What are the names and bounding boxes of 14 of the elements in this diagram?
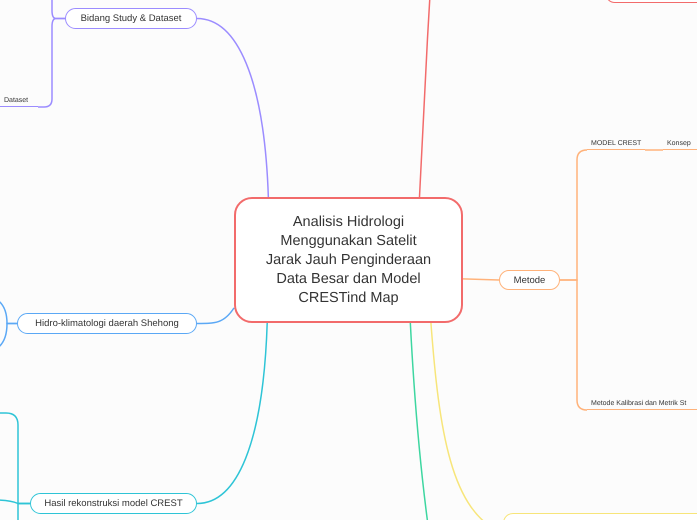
branch-connector — [410, 322, 429, 520]
topic-pill: Hidro-klimatologi daerah Shehong — [17, 313, 197, 334]
central-topic-box: Analisis Hidrologi Menggunakan Satelit Jarak Jauh Penginderaan Data Besar dan Model CRESTind Map — [234, 197, 463, 323]
topic-pill: Metode — [499, 270, 560, 290]
topic-pill: Hasil rekonstruksi model CREST — [30, 493, 197, 514]
topic-pill: Bidang Study & Dataset — [65, 8, 197, 29]
branch-connector — [197, 307, 235, 324]
branch-connector — [418, 0, 431, 198]
branch-connector — [196, 322, 268, 504]
branch-connector — [51, 0, 65, 20]
branch-connector — [462, 278, 500, 281]
branch-connector — [645, 149, 663, 151]
branch-connector — [17, 502, 30, 520]
branch-connector — [196, 18, 270, 198]
